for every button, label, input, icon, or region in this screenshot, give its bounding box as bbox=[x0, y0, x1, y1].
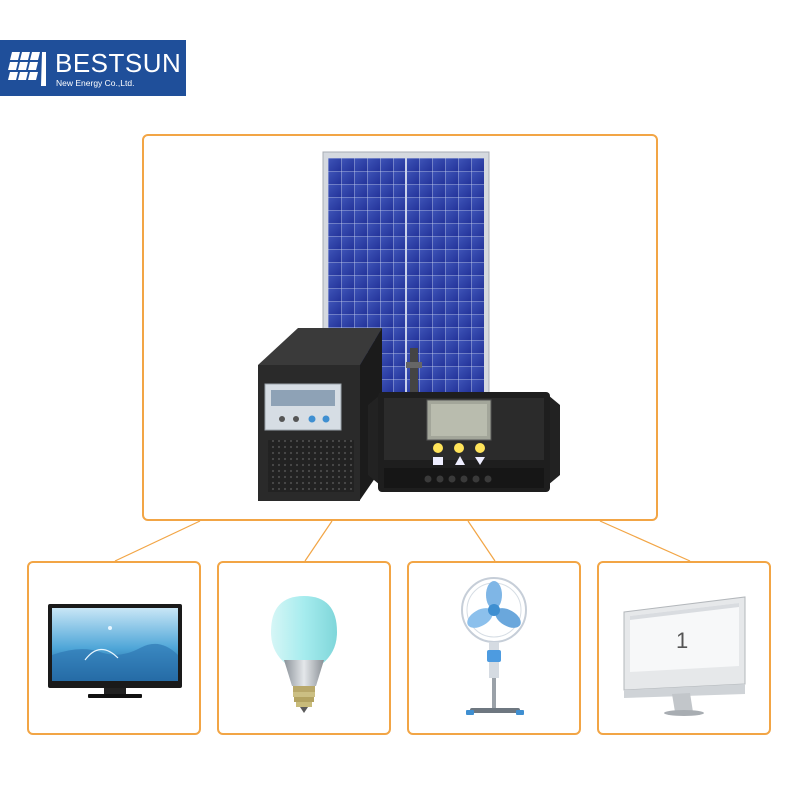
brand-tagline: New Energy Co.,Ltd. bbox=[56, 78, 135, 88]
television-icon bbox=[48, 604, 182, 698]
charge-controller-icon bbox=[368, 348, 560, 492]
computer-monitor-icon bbox=[623, 596, 746, 716]
light-bulb-icon bbox=[271, 596, 337, 713]
brand-logo: BESTSUN New Energy Co.,Ltd. bbox=[0, 40, 186, 96]
brand-name: BESTSUN bbox=[55, 48, 182, 78]
stand-fan-icon bbox=[461, 577, 527, 715]
monitor-screen-text: 1 bbox=[676, 628, 689, 653]
inverter-icon bbox=[258, 328, 382, 501]
solar-panel-logo-icon bbox=[8, 52, 46, 86]
